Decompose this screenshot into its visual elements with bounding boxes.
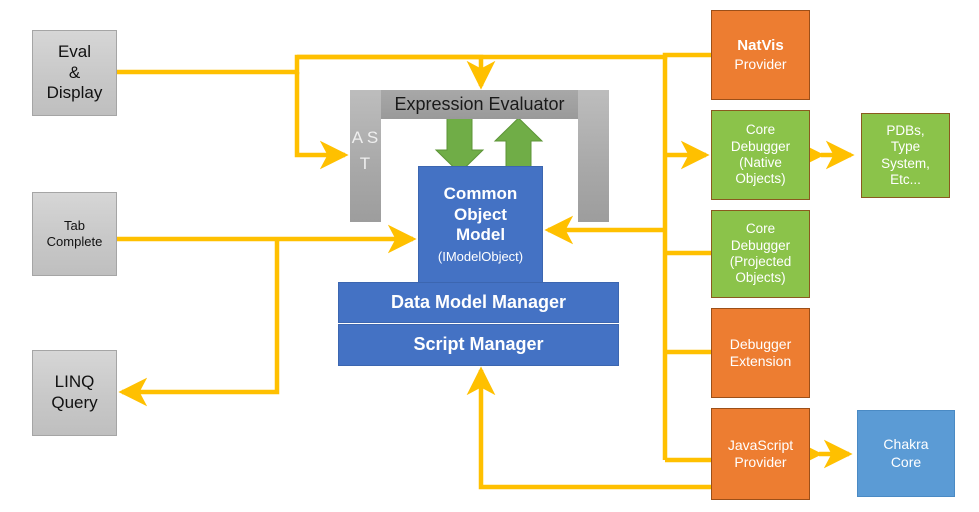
expression-evaluator-right-arm (578, 90, 609, 222)
chakra-core-line2: Core (890, 453, 922, 470)
wire-eval-to-expression-evaluator (117, 54, 496, 90)
debugger-extension-line2: Extension (729, 353, 792, 369)
wire-eval-to-ast (294, 72, 349, 170)
tab-complete-line2: Complete (46, 234, 103, 249)
eval-display-line1: Eval (57, 41, 92, 61)
node-pdbs-type-system[interactable]: PDBs, Type System, Etc... (861, 113, 950, 198)
chakra-core-line1: Chakra (883, 436, 929, 453)
core-debugger-projected-line2: Debugger (730, 237, 791, 253)
wire-javascript-provider-to-script-manager (466, 366, 711, 490)
linq-query-line2: Query (51, 393, 98, 412)
debugger-extension-line1: Debugger (729, 335, 792, 352)
eval-display-line3: Display (46, 83, 103, 103)
expression-evaluator-label: Expression Evaluator (394, 94, 565, 114)
javascript-provider-line2: Provider (734, 454, 787, 470)
pdbs-line2: Type (890, 139, 921, 155)
linq-query-line1: LINQ (54, 372, 95, 392)
core-debugger-native-line2: Debugger (730, 138, 791, 154)
core-debugger-native-line4: Objects) (735, 171, 786, 187)
core-debugger-projected-line4: Objects) (735, 270, 786, 286)
common-object-model-interface: (IModelObject) (437, 249, 524, 265)
node-script-manager[interactable]: Script Manager (338, 324, 619, 366)
pdbs-line4: Etc... (890, 171, 921, 187)
ast-letter-s: S (366, 128, 379, 147)
node-javascript-provider[interactable]: JavaScript Provider (711, 408, 810, 500)
ast-label: A S T (350, 125, 380, 178)
node-natvis-provider[interactable]: NatVis Provider (711, 10, 810, 100)
expression-evaluator-title-bar: Expression Evaluator (381, 90, 578, 119)
core-debugger-native-line1: Core (745, 122, 776, 138)
node-debugger-extension[interactable]: Debugger Extension (711, 308, 810, 398)
node-tab-complete[interactable]: Tab Complete (32, 192, 117, 276)
node-core-debugger-native[interactable]: Core Debugger (Native Objects) (711, 110, 810, 200)
data-model-manager-label: Data Model Manager (390, 291, 567, 312)
node-data-model-manager[interactable]: Data Model Manager (338, 282, 619, 323)
common-object-model-line3: Model (455, 225, 506, 245)
natvis-provider-line2: Provider (734, 55, 787, 72)
node-chakra-core[interactable]: Chakra Core (857, 410, 955, 497)
pdbs-line3: System, (881, 155, 930, 171)
wire-datamodel-to-linq-query (118, 239, 280, 407)
node-common-object-model[interactable]: Common Object Model (IModelObject) (418, 166, 543, 283)
core-debugger-projected-line1: Core (745, 221, 776, 237)
wire-eval-to-natvis (297, 52, 711, 60)
node-core-debugger-projected[interactable]: Core Debugger (Projected Objects) (711, 210, 810, 298)
ast-letter-t: T (359, 154, 371, 174)
green-arrow-up (493, 117, 544, 174)
common-object-model-line2: Object (454, 204, 507, 224)
ast-letter-a: A (351, 128, 363, 147)
tab-complete-line1: Tab (64, 218, 85, 234)
node-eval-and-display[interactable]: Eval & Display (32, 30, 117, 116)
eval-display-line2: & (68, 62, 81, 82)
natvis-provider-line1: NatVis (737, 37, 784, 55)
pdbs-line1: PDBs, (886, 122, 925, 138)
common-object-model-line1: Common (443, 183, 518, 203)
node-linq-query[interactable]: LINQ Query (32, 350, 117, 436)
core-debugger-projected-line3: (Projected (729, 254, 792, 269)
script-manager-label: Script Manager (413, 334, 544, 355)
javascript-provider-line1: JavaScript (727, 436, 794, 453)
green-arrow-down (434, 117, 485, 174)
core-debugger-native-line3: (Native (739, 155, 782, 170)
expression-evaluator-left-arm (350, 90, 381, 222)
